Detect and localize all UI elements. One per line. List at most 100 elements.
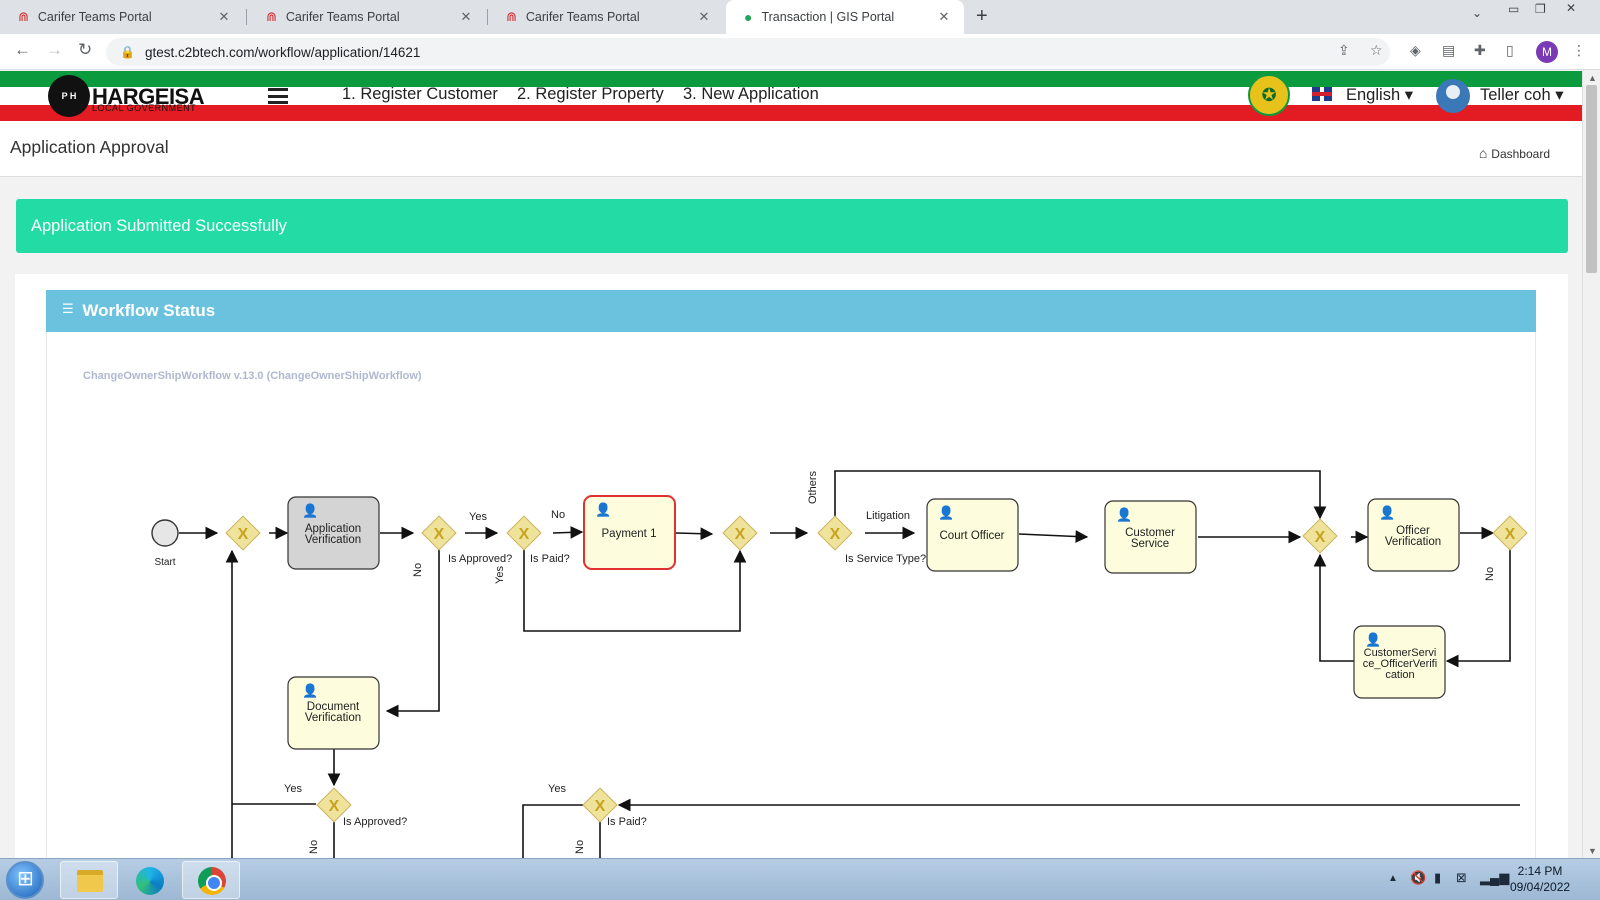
address-bar[interactable]: 🔒 gtest.c2btech.com/workflow/application… xyxy=(106,38,1390,66)
home-icon: ⌂ xyxy=(1478,145,1488,161)
scroll-thumb[interactable] xyxy=(1586,85,1597,273)
browser-tab-3[interactable]: ⋒ Carifer Teams Portal ✕ xyxy=(488,0,724,34)
edge-label-yes: Yes xyxy=(548,783,566,795)
forward-arrow-icon[interactable]: → xyxy=(46,40,63,59)
edge-label-yes: Yes xyxy=(469,511,487,523)
nav-new-application[interactable]: 3. New Application xyxy=(683,85,819,103)
close-icon[interactable]: ✕ xyxy=(460,9,472,24)
tray-network-error-icon[interactable]: ⊠ xyxy=(1456,870,1467,885)
tray-speaker-muted-icon[interactable]: 🔇 xyxy=(1410,870,1427,885)
bookmark-star-icon[interactable]: ☆ xyxy=(1370,42,1383,58)
close-icon[interactable]: ✕ xyxy=(218,9,230,24)
flow-edge-officer-no xyxy=(1445,549,1511,668)
tab-search-chevron-icon[interactable]: ⌄ xyxy=(1472,6,1483,20)
workflow-card: ☰ Workflow Status ChangeOwnerShipWorkflo… xyxy=(15,274,1568,874)
kebab-menu-icon[interactable]: ⋮ xyxy=(1572,42,1586,58)
side-panel-icon[interactable]: ▯ xyxy=(1506,42,1514,58)
app-header: P H HARGEISA LOCAL GOVERNMENT 1. Registe… xyxy=(0,71,1582,121)
gateway-officer-decision[interactable]: X xyxy=(1492,515,1528,551)
taskbar-explorer[interactable] xyxy=(60,861,118,899)
scroll-up-arrow-icon[interactable]: ▲ xyxy=(1588,73,1597,83)
gateway-label-is-approved: Is Approved? xyxy=(448,553,512,565)
taskbar-edge[interactable] xyxy=(120,861,178,899)
edge-label-litigation: Litigation xyxy=(866,510,910,522)
gateway-merge[interactable]: X xyxy=(1302,518,1338,554)
gateway-bottom-paid[interactable]: X xyxy=(582,787,618,823)
browser-tab-4[interactable]: ● Transaction | GIS Portal ✕ xyxy=(726,0,964,34)
start-event[interactable] xyxy=(151,519,179,547)
tab-separator xyxy=(487,9,488,25)
edge-label-no: No xyxy=(308,840,320,854)
user-task-icon: 👤 xyxy=(595,502,611,517)
task-court-officer[interactable]: 👤 Court Officer xyxy=(926,498,1019,572)
breadcrumb-dashboard-link[interactable]: ⌂Dashboard xyxy=(1479,145,1550,161)
tab-separator xyxy=(246,9,247,25)
notes-extension-icon[interactable]: ▤ xyxy=(1442,42,1456,58)
flow-edge xyxy=(552,526,584,539)
gateway-service-type[interactable]: X xyxy=(817,515,853,551)
logo-title[interactable]: HARGEISA xyxy=(92,84,205,109)
task-officer-verification[interactable]: 👤 Officer Verification xyxy=(1367,498,1460,572)
profile-avatar[interactable]: M xyxy=(1536,41,1558,63)
user-menu-dropdown[interactable]: Teller coh ▾ xyxy=(1480,86,1564,104)
edge-label-yes: Yes xyxy=(284,783,302,795)
clock-date: 09/04/2022 xyxy=(1510,880,1571,894)
new-tab-plus-icon[interactable]: + xyxy=(976,5,988,27)
user-avatar[interactable] xyxy=(1436,79,1470,113)
tray-expand-icon[interactable]: ▲ xyxy=(1388,873,1398,884)
extensions-puzzle-icon[interactable]: ✚ xyxy=(1474,42,1486,58)
password-extension-icon[interactable]: ◈ xyxy=(1410,42,1421,58)
chrome-icon xyxy=(198,867,226,895)
nav-register-customer[interactable]: 1. Register Customer xyxy=(342,85,498,103)
url-text: gtest.c2btech.com/workflow/application/1… xyxy=(144,44,421,60)
start-label: Start xyxy=(154,557,175,568)
tray-signal-icon[interactable]: ▂▄▆ xyxy=(1480,870,1510,885)
gateway[interactable]: X xyxy=(225,515,261,551)
close-icon[interactable]: ✕ xyxy=(938,9,950,24)
svg-text:X: X xyxy=(1505,526,1516,543)
nav-register-property[interactable]: 2. Register Property xyxy=(517,85,664,103)
carifer-favicon-icon: ⋒ xyxy=(18,9,29,24)
task-document-verification[interactable]: 👤 Document Verification xyxy=(287,676,380,750)
task-application-verification[interactable]: 👤 Application Verification xyxy=(287,496,380,570)
restore-icon[interactable]: ❐ xyxy=(1535,2,1546,16)
task-customer-service[interactable]: 👤 Customer Service xyxy=(1104,500,1197,574)
edge-label-no: No xyxy=(412,563,424,577)
gateway-doc-approved[interactable]: X xyxy=(316,787,352,823)
gis-favicon-icon: ● xyxy=(744,9,753,25)
tray-battery-icon[interactable]: ▮ xyxy=(1434,870,1442,885)
task-payment-1[interactable]: 👤 Payment 1 xyxy=(583,495,676,570)
reload-icon[interactable]: ↻ xyxy=(78,40,93,59)
svg-text:Verification: Verification xyxy=(1385,536,1441,548)
page-scrollbar[interactable]: ▲ ▼ xyxy=(1582,71,1600,858)
user-task-icon: 👤 xyxy=(302,683,318,698)
carifer-favicon-icon: ⋒ xyxy=(506,9,517,24)
browser-tab-1[interactable]: ⋒ Carifer Teams Portal ✕ xyxy=(0,0,244,34)
task-cs-officer-verification[interactable]: 👤 CustomerServi ce_OfficerVerifi cation xyxy=(1353,625,1446,699)
gateway-is-approved[interactable]: X xyxy=(421,515,457,551)
back-arrow-icon[interactable]: ← xyxy=(14,40,31,59)
gateway-is-paid[interactable]: X xyxy=(506,515,542,551)
svg-text:X: X xyxy=(830,526,841,543)
hamburger-menu-icon[interactable] xyxy=(268,88,288,104)
windows-taskbar: ▲ 🔇 ▮ ⊠ ▂▄▆ 2:14 PM 09/04/2022 xyxy=(0,858,1600,900)
start-button-icon[interactable] xyxy=(6,861,44,899)
window-close-icon[interactable]: ✕ xyxy=(1566,1,1577,15)
minimize-icon[interactable]: ▭ xyxy=(1508,2,1520,16)
share-icon[interactable]: ⇪ xyxy=(1338,42,1350,58)
page-title: Application Approval xyxy=(10,137,169,157)
gateway-join[interactable]: X xyxy=(722,515,758,551)
close-icon[interactable]: ✕ xyxy=(698,9,710,24)
taskbar-chrome[interactable] xyxy=(182,861,240,899)
svg-text:X: X xyxy=(238,526,249,543)
browser-tab-2[interactable]: ⋒ Carifer Teams Portal ✕ xyxy=(248,0,486,34)
folder-icon xyxy=(77,870,103,892)
taskbar-clock[interactable]: 2:14 PM 09/04/2022 xyxy=(1510,863,1570,895)
list-icon: ☰ xyxy=(62,301,74,316)
language-dropdown[interactable]: English ▾ xyxy=(1346,86,1413,104)
edge-label-no: No xyxy=(551,509,565,521)
scroll-down-arrow-icon[interactable]: ▼ xyxy=(1588,846,1597,856)
svg-text:X: X xyxy=(735,526,746,543)
workflow-heading: Workflow Status xyxy=(82,301,216,320)
page-title-row: Application Approval ⌂Dashboard xyxy=(0,121,1582,177)
